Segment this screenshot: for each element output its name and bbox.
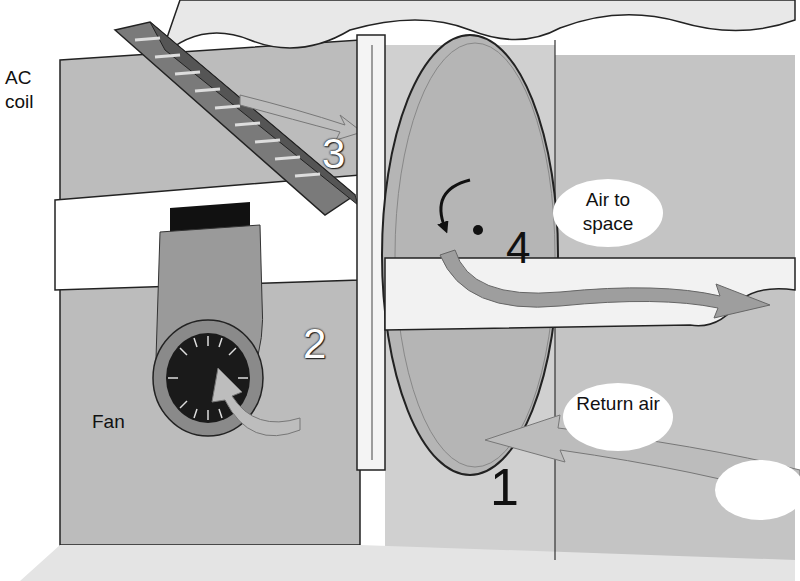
part-label: AC coil	[5, 66, 53, 114]
flow-label: Air to space	[566, 188, 650, 236]
part-label: Fan	[92, 410, 142, 434]
callout-number: 1	[490, 455, 530, 520]
flow-label: Return air	[576, 392, 660, 416]
callout-number: 3	[322, 128, 362, 181]
callout-number: 4	[506, 220, 546, 275]
callout-number: 2	[303, 318, 343, 371]
